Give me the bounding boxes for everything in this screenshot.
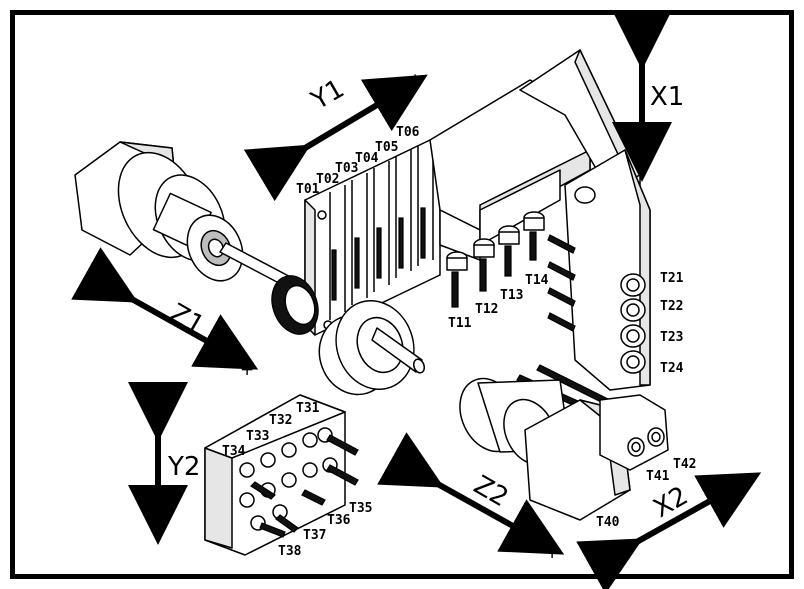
drill-head bbox=[429, 49, 641, 308]
axis-x1-plus: + bbox=[636, 23, 650, 43]
axis-y1-plus: + bbox=[408, 70, 422, 90]
tool-label: T38 bbox=[278, 544, 302, 559]
axis-x2 bbox=[576, 472, 762, 589]
tool-label: T32 bbox=[269, 413, 292, 428]
y2-tool-block bbox=[204, 394, 359, 556]
tool-label: T14 bbox=[525, 273, 549, 288]
axis-z1-minus: − bbox=[92, 275, 106, 295]
tool-label: T04 bbox=[355, 151, 379, 166]
sub-chuck bbox=[318, 300, 426, 396]
axis-z2-minus: − bbox=[398, 455, 412, 475]
tool-label: T21 bbox=[660, 271, 684, 286]
tool-label: T41 bbox=[646, 469, 670, 484]
tool-label: T22 bbox=[660, 299, 683, 314]
tool-label: T35 bbox=[349, 501, 372, 516]
tool-label: T02 bbox=[316, 172, 339, 187]
axis-x1-label: X1 bbox=[650, 82, 684, 112]
axis-x2-plus: + bbox=[742, 470, 756, 490]
axis-z1-label: Z1 bbox=[165, 298, 210, 341]
tool-label: T03 bbox=[335, 161, 358, 176]
tool-label: T12 bbox=[475, 302, 498, 317]
tool-label: T01 bbox=[296, 182, 320, 197]
axis-z1-plus: + bbox=[240, 360, 254, 380]
axis-x2-minus: − bbox=[600, 553, 614, 573]
axis-z1 bbox=[71, 247, 259, 370]
tool-label: T42 bbox=[673, 457, 696, 472]
tool-label: T06 bbox=[396, 125, 420, 140]
tool-label: T11 bbox=[448, 316, 472, 331]
tool-label: T23 bbox=[660, 330, 683, 345]
axis-x1-minus: − bbox=[636, 150, 650, 170]
tool-label: T31 bbox=[296, 401, 320, 416]
axis-y2-label: Y2 bbox=[167, 452, 200, 482]
tool-label: T40 bbox=[596, 515, 620, 530]
tool-label: T34 bbox=[222, 444, 246, 459]
axis-z2 bbox=[377, 432, 565, 555]
side-tool-labels: T21 T22 T23 T24 bbox=[660, 271, 684, 376]
gang-tool-labels: T01 T02 T03 T04 T05 T06 bbox=[296, 125, 420, 197]
y2-tool-labels: T31 T32 T33 T34 T35 T36 T37 T38 bbox=[222, 401, 372, 559]
tool-label: T37 bbox=[303, 528, 326, 543]
sub-tool-labels: T40 T41 T42 bbox=[596, 457, 696, 530]
axis-y1-label: Y1 bbox=[306, 74, 350, 117]
axis-y2-plus: + bbox=[152, 390, 166, 410]
tool-label: T05 bbox=[375, 140, 398, 155]
tool-label: T24 bbox=[660, 361, 684, 376]
axis-y1 bbox=[243, 74, 428, 202]
tool-label: T13 bbox=[500, 288, 523, 303]
axis-x2-label: X2 bbox=[649, 481, 694, 524]
drill-tool-labels: T11 T12 T13 T14 bbox=[448, 273, 549, 331]
axis-z2-plus: + bbox=[545, 543, 559, 563]
tool-label: T36 bbox=[327, 513, 351, 528]
axis-y2-minus: − bbox=[152, 515, 166, 535]
axis-y1-minus: − bbox=[266, 157, 280, 177]
tool-label: T33 bbox=[246, 429, 269, 444]
